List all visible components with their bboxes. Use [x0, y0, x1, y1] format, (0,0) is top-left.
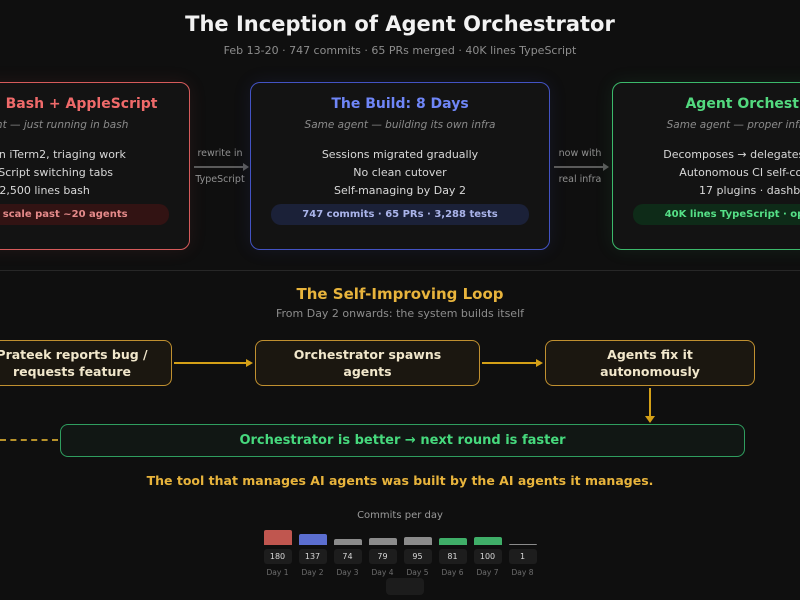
bar-day-6 [438, 538, 467, 545]
card-bash-line: ~2,500 lines bash [0, 184, 90, 197]
loop-step-fix: Agents fix it autonomously [545, 340, 755, 386]
bar-day-label: Day 3 [336, 568, 359, 577]
bar-day-3 [333, 539, 362, 545]
chart-title: Commits per day [357, 510, 443, 521]
card-build-line: Self-managing by Day 2 [334, 184, 466, 197]
arrow-down-icon [645, 388, 655, 423]
card-build-line: No clean cutover [353, 166, 447, 179]
bar-day-2 [298, 534, 327, 545]
card-bash-line: AppleScript switching tabs [0, 166, 114, 179]
card-bash-badge: Couldn't scale past ~20 agents [0, 204, 169, 225]
connector-rewrite-label-bottom: TypeScript [195, 174, 245, 185]
bar-day-5 [403, 537, 432, 545]
card-build-line: Sessions migrated gradually [321, 148, 479, 161]
card-bash-title: The Hack: Bash + AppleScript [0, 96, 158, 112]
bar-value-label: 74 [333, 549, 362, 564]
card-build-subtitle: Same agent — building its own infra [304, 119, 496, 131]
bar-day-label: Day 4 [371, 568, 394, 577]
card-orchestrator-badge: 40K lines TypeScript · open source [633, 204, 800, 225]
commits-chart: Commits per day 180 137 74 79 95 81 100 1 Day 1… [0, 510, 800, 577]
bar-day-8 [508, 544, 537, 545]
value-group: 180 137 74 79 95 81 100 1 [0, 549, 800, 564]
arrow-right-icon [554, 163, 609, 171]
bar-value-label: 180 [263, 549, 292, 564]
bar-value-label: 95 [403, 549, 432, 564]
arrow-right-icon [482, 359, 543, 367]
bar-day-label: Day 5 [406, 568, 429, 577]
card-orchestrator: Agent Orchestrator Same agent — proper i… [612, 82, 800, 250]
loopback-dashed-line [0, 439, 58, 441]
connector-real-infra-label-bottom: real infra [558, 174, 602, 185]
bar-value-label: 1 [508, 549, 537, 564]
page-title: The Inception of Agent Orchestrator [185, 12, 615, 36]
card-build: The Build: 8 Days Same agent — building … [250, 82, 550, 250]
bar-day-label: Day 2 [301, 568, 324, 577]
bar-day-label: Day 8 [511, 568, 534, 577]
page-subtitle: Feb 13-20 · 747 commits · 65 PRs merged … [223, 44, 577, 57]
bar-value-label: 81 [438, 549, 467, 564]
arrow-right-icon [174, 359, 253, 367]
bar-day-label: Day 7 [476, 568, 499, 577]
card-orchestrator-line: Decomposes → delegates → verifies [663, 148, 800, 161]
day-group: Day 1 Day 2 Day 3 Day 4 Day 5 Day 6 Day 7 Day 8 [0, 568, 800, 577]
card-build-badge: 747 commits · 65 PRs · 3,288 tests [271, 204, 529, 225]
bar-day-1 [263, 530, 292, 545]
connector-rewrite-label-top: rewrite in [197, 148, 243, 159]
connector-rewrite: rewrite in TypeScript [192, 148, 249, 185]
loop-step-spawn: Orchestrator spawns agents [255, 340, 480, 386]
footer-logo-badge [386, 578, 424, 595]
closing-statement: The tool that manages AI agents was buil… [146, 473, 654, 488]
card-bash-line: Claude in iTerm2, triaging work [0, 148, 126, 161]
card-bash-applescript: The Hack: Bash + AppleScript One agent —… [0, 82, 190, 250]
bar-value-label: 100 [473, 549, 502, 564]
bar-day-label: Day 1 [266, 568, 289, 577]
bar-day-7 [473, 537, 502, 545]
arrow-right-icon [194, 163, 249, 171]
loop-section-title: The Self-Improving Loop [296, 285, 504, 303]
loop-result-box: Orchestrator is better → next round is f… [60, 424, 745, 457]
bar-value-label: 79 [368, 549, 397, 564]
bar-day-4 [368, 538, 397, 545]
bar-group [0, 529, 800, 545]
card-orchestrator-title: Agent Orchestrator [685, 96, 800, 112]
section-divider [0, 270, 800, 271]
bar-day-label: Day 6 [441, 568, 464, 577]
card-orchestrator-subtitle: Same agent — proper infrastructure [666, 119, 800, 131]
card-bash-subtitle: One agent — just running in bash [0, 119, 129, 131]
card-build-title: The Build: 8 Days [331, 96, 469, 112]
loop-step-report: Prateek reports bug / requests feature [0, 340, 172, 386]
connector-real-infra-label-top: now with [558, 148, 602, 159]
bar-value-label: 137 [298, 549, 327, 564]
connector-real-infra: now with real infra [552, 148, 609, 185]
card-orchestrator-line: 17 plugins · dashboard [699, 184, 800, 197]
card-orchestrator-line: Autonomous CI self-correction [679, 166, 800, 179]
loop-section-subtitle: From Day 2 onwards: the system builds it… [275, 307, 525, 320]
